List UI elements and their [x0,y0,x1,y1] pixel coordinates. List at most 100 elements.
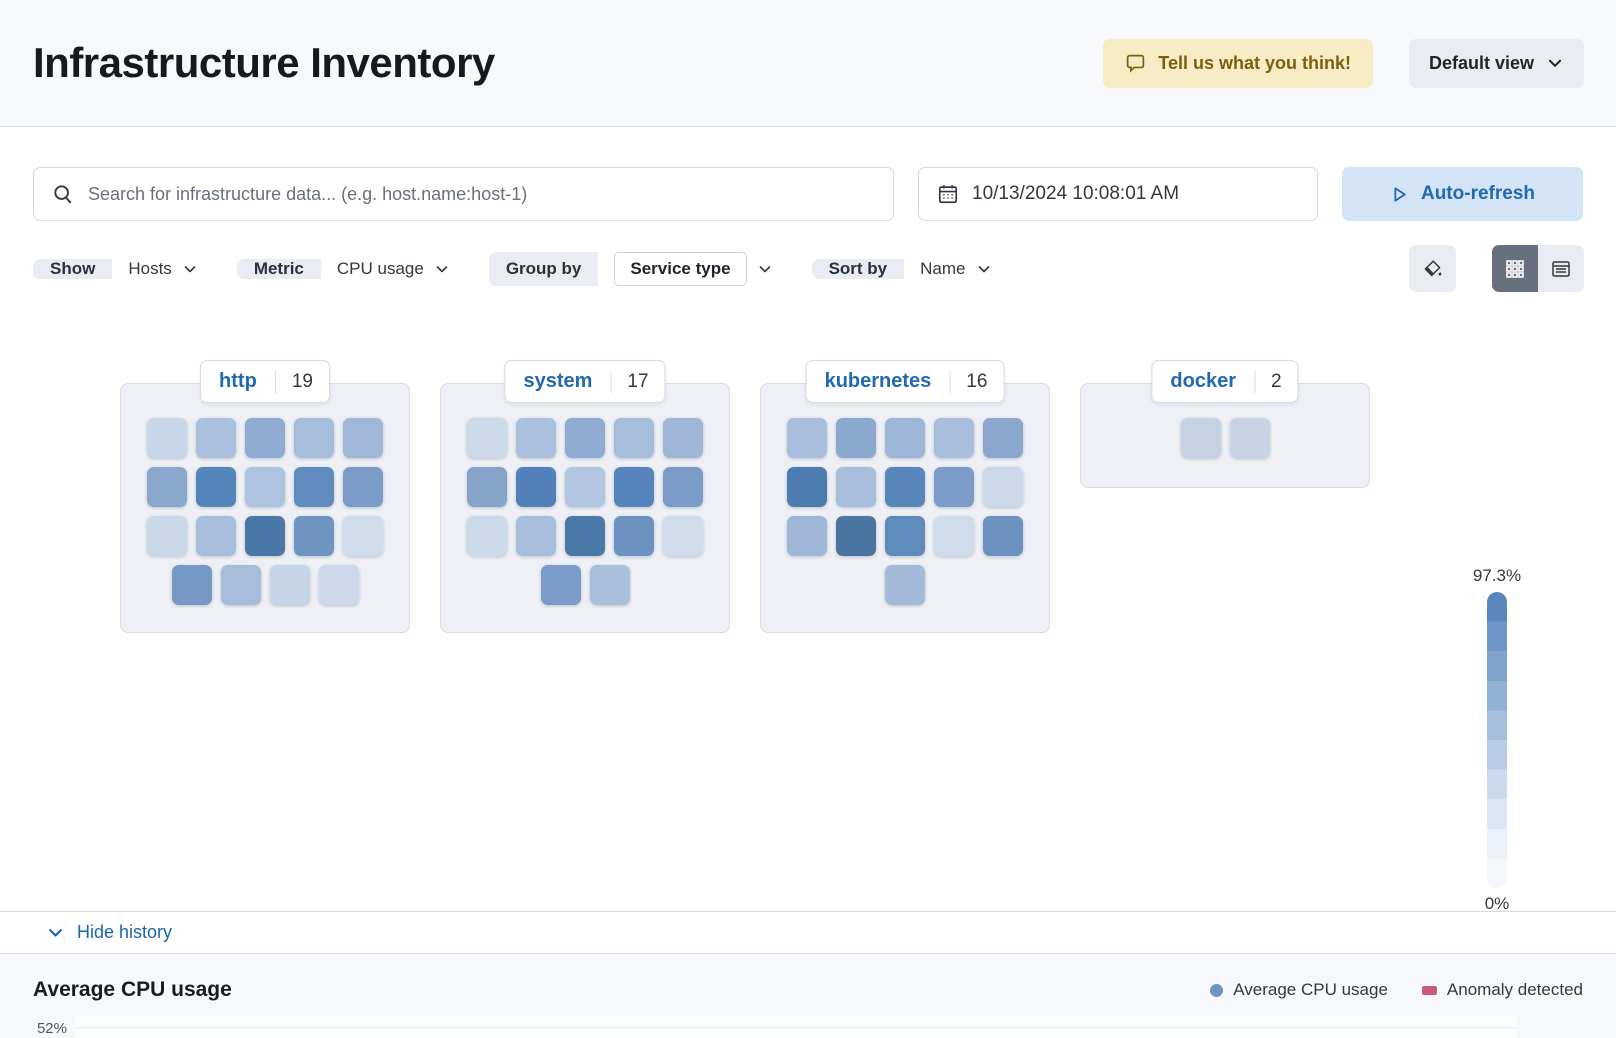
host-tile[interactable] [245,467,285,507]
host-tile[interactable] [1180,418,1221,458]
page-header: Infrastructure Inventory Tell us what yo… [0,0,1616,127]
host-tile[interactable] [516,467,556,507]
auto-refresh-button[interactable]: Auto-refresh [1342,167,1583,221]
cpu-history-chart[interactable]: 36%38%40%42%44%46%48%50%52%12:00:0015:00… [33,1008,1583,1038]
host-tile[interactable] [934,418,974,458]
feedback-button-label: Tell us what you think! [1158,52,1351,73]
date-picker[interactable]: 10/13/2024 10:08:01 AM [918,167,1318,221]
legend-dot-icon [1210,983,1224,997]
metric-filter-select[interactable]: CPU usage [321,259,466,279]
host-tile[interactable] [294,467,334,507]
host-tile[interactable] [196,516,236,556]
host-tile[interactable] [885,565,925,605]
tile-row [441,516,729,556]
host-tile[interactable] [983,516,1023,556]
map-view-toggle[interactable] [1492,245,1538,292]
host-tile[interactable] [565,516,605,556]
host-tile[interactable] [147,418,187,458]
host-tile[interactable] [1229,418,1270,458]
metric-filter-value: CPU usage [336,258,424,278]
tile-row [121,565,409,605]
grid-view-icon [1504,258,1526,280]
host-tile[interactable] [196,418,236,458]
host-tile[interactable] [934,516,974,556]
host-tile[interactable] [171,565,212,605]
group-by-filter-select[interactable]: Service type [598,251,788,286]
host-tile[interactable] [269,565,310,605]
host-tile[interactable] [343,516,383,556]
host-tile[interactable] [885,418,925,458]
host-tile[interactable] [885,516,925,556]
host-tile[interactable] [467,418,507,458]
host-tile[interactable] [614,516,654,556]
hide-history-toggle[interactable]: Hide history [46,922,172,943]
chart-header: Average CPU usage Average CPU usage Anom… [33,978,1583,1002]
auto-refresh-label: Auto-refresh [1420,183,1535,204]
search-input[interactable] [88,183,875,205]
show-filter-select[interactable]: Hosts [112,259,213,279]
tile-row [441,467,729,507]
host-tile[interactable] [343,418,383,458]
view-selector-button[interactable]: Default view [1408,38,1584,88]
host-tile[interactable] [589,565,630,605]
legend-options-button[interactable] [1409,245,1456,292]
host-tile[interactable] [885,467,925,507]
host-tile[interactable] [220,565,261,605]
host-tile[interactable] [467,467,507,507]
host-tile[interactable] [516,516,556,556]
host-tile[interactable] [614,418,654,458]
group-count: 16 [949,370,1003,393]
speech-bubble-icon [1125,53,1146,74]
group-name-link[interactable]: docker [1170,370,1237,392]
legend-item-average-cpu[interactable]: Average CPU usage [1210,980,1388,1000]
host-tile[interactable] [540,565,581,605]
host-tile[interactable] [787,418,827,458]
paint-bucket-icon [1421,257,1445,281]
host-tile[interactable] [983,418,1023,458]
tile-row [441,418,729,458]
date-picker-value: 10/13/2024 10:08:01 AM [972,183,1180,204]
host-tile[interactable] [565,418,605,458]
chart-title: Average CPU usage [33,978,232,1001]
host-tile[interactable] [787,467,827,507]
group-name-link[interactable]: kubernetes [824,370,932,392]
host-tile[interactable] [294,418,334,458]
host-tile[interactable] [836,516,876,556]
host-tile[interactable] [467,516,507,556]
table-view-toggle[interactable] [1538,245,1584,292]
history-toggle-bar: Hide history [0,911,1616,954]
host-tile[interactable] [836,418,876,458]
host-tile[interactable] [147,467,187,507]
host-tile[interactable] [245,516,285,556]
legend-item-anomaly[interactable]: Anomaly detected [1421,980,1583,1000]
host-tile[interactable] [614,467,654,507]
calendar-icon [937,183,959,205]
host-tile[interactable] [565,467,605,507]
host-tile[interactable] [787,516,827,556]
host-tile[interactable] [663,516,703,556]
group-name-link[interactable]: http [219,370,257,392]
host-tile[interactable] [663,467,703,507]
host-tile[interactable] [516,418,556,458]
host-tile[interactable] [934,467,974,507]
host-tile[interactable] [294,516,334,556]
host-tile[interactable] [318,565,359,605]
host-tile[interactable] [836,467,876,507]
host-tile[interactable] [196,467,236,507]
metric-filter: Metric CPU usage [236,258,466,279]
host-tile[interactable] [663,418,703,458]
feedback-button[interactable]: Tell us what you think! [1103,38,1373,88]
svg-text:52%: 52% [37,1020,67,1037]
legend-label: Average CPU usage [1233,980,1388,999]
host-tile[interactable] [343,467,383,507]
host-tile[interactable] [245,418,285,458]
color-scale-legend: 97.3% 0% [1462,566,1532,914]
color-scale-bar[interactable] [1487,592,1507,888]
host-tile[interactable] [147,516,187,556]
group-name-link[interactable]: system [523,370,593,392]
sort-by-filter-select[interactable]: Name [904,259,1007,279]
host-tile[interactable] [983,467,1023,507]
filter-row: Show Hosts Metric CPU usage Group by Ser… [33,243,1584,294]
history-section: Average CPU usage Average CPU usage Anom… [0,954,1616,1038]
group-by-filter-value[interactable]: Service type [614,251,747,286]
